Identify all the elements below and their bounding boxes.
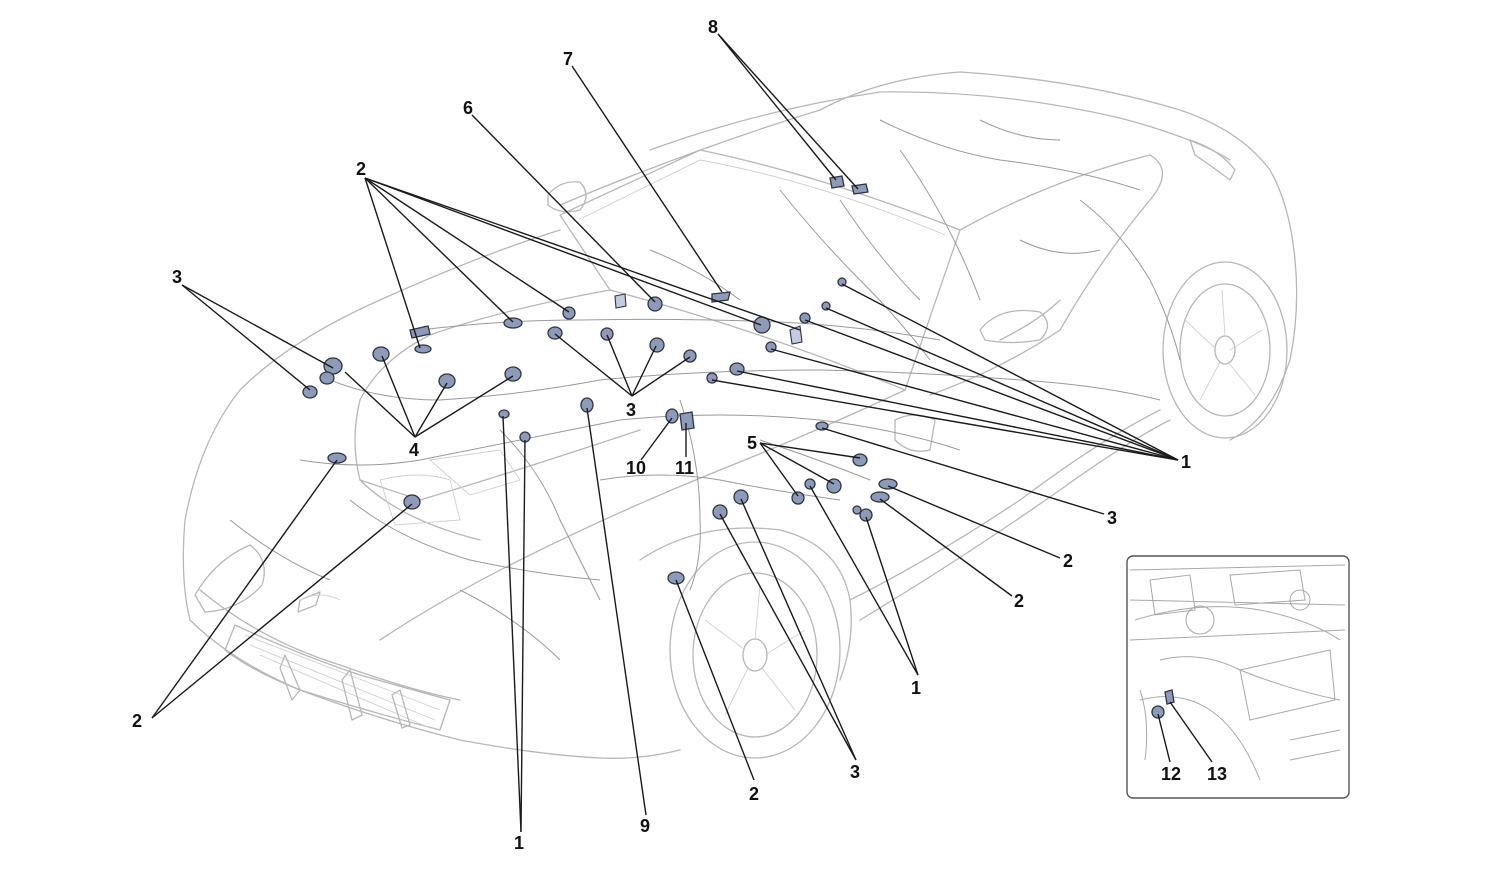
part-grommet xyxy=(403,494,421,510)
callout-1: 1 xyxy=(1181,452,1191,472)
part-grommet xyxy=(649,337,665,353)
callout-3: 3 xyxy=(1107,508,1117,528)
part-clip xyxy=(789,325,803,345)
part-grommet xyxy=(327,452,347,464)
part-grommet xyxy=(319,371,335,385)
part-grommet xyxy=(791,491,805,505)
part-grommet xyxy=(837,277,847,287)
callout-8: 8 xyxy=(708,17,718,37)
callout-3: 3 xyxy=(626,400,636,420)
callout-7: 7 xyxy=(563,49,573,69)
part-grommet xyxy=(821,301,831,311)
callout-12: 12 xyxy=(1161,764,1181,784)
part-grommet xyxy=(600,327,614,341)
callout-3: 3 xyxy=(172,267,182,287)
callout-5: 5 xyxy=(747,433,757,453)
callout-1: 1 xyxy=(911,678,921,698)
callout-9: 9 xyxy=(640,816,650,836)
part-grommet xyxy=(438,373,456,389)
car-body-outline xyxy=(182,71,1298,759)
part-grommet xyxy=(647,296,663,312)
part-grommet xyxy=(372,346,390,362)
part-grommet xyxy=(870,491,890,503)
part-clip xyxy=(1164,689,1175,705)
part-clip xyxy=(679,411,695,431)
callout-3: 3 xyxy=(850,762,860,782)
callout-2: 2 xyxy=(132,711,142,731)
callout-2: 2 xyxy=(749,784,759,804)
callout-4: 4 xyxy=(409,440,419,460)
parts xyxy=(302,175,898,585)
part-grommet xyxy=(667,571,685,585)
part-grommet xyxy=(706,372,718,384)
part-grommet xyxy=(733,489,749,505)
part-grommet xyxy=(729,362,745,376)
part-grommet xyxy=(878,478,898,490)
part-grommet xyxy=(665,408,679,424)
part-grommet xyxy=(815,421,829,431)
part-clip xyxy=(409,325,431,339)
callout-11: 11 xyxy=(675,458,694,478)
part-grommet xyxy=(414,344,432,354)
inset-detail xyxy=(1126,555,1350,799)
callout-2: 2 xyxy=(356,159,366,179)
part-grommet xyxy=(503,317,523,329)
callout-6: 6 xyxy=(463,98,473,118)
part-grommet xyxy=(859,508,873,522)
part-grommet xyxy=(852,505,862,515)
part-grommet xyxy=(302,385,318,399)
part-grommet xyxy=(1151,705,1165,719)
callout-2: 2 xyxy=(1014,591,1024,611)
part-grommet xyxy=(712,504,728,520)
leader-lines xyxy=(151,33,1179,833)
part-grommet xyxy=(498,409,510,419)
callout-1: 1 xyxy=(514,833,524,853)
part-grommet xyxy=(852,453,868,467)
callout-2: 2 xyxy=(1063,551,1073,571)
callout-10: 10 xyxy=(626,458,646,478)
callout-labels: 8 7 6 2 3 4 3 10 11 5 1 3 2 2 1 3 2 9 1 … xyxy=(132,17,1227,853)
part-grommet xyxy=(504,366,522,382)
part-clip xyxy=(829,175,845,189)
part-grommet xyxy=(804,478,816,490)
callout-13: 13 xyxy=(1207,764,1227,784)
part-clip xyxy=(614,293,627,309)
